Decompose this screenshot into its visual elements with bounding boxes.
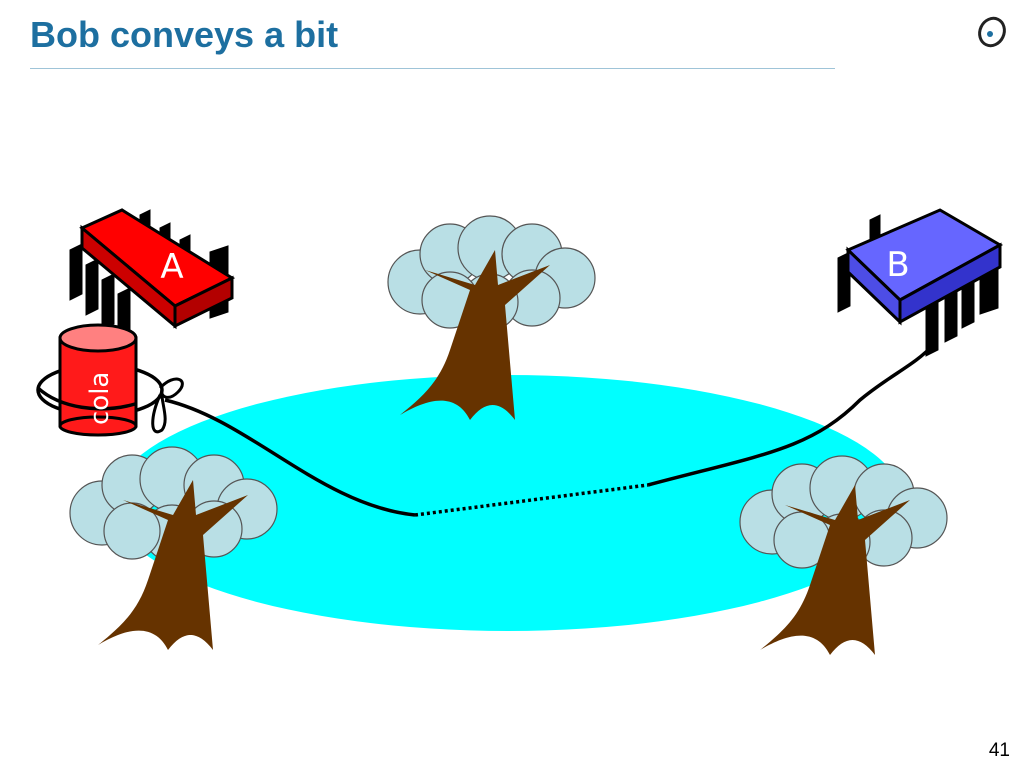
page-number: 41	[988, 740, 1010, 761]
pond	[112, 375, 904, 631]
string-left-segment	[164, 398, 416, 517]
can-label: cola	[85, 372, 115, 425]
chip-b-label: B	[886, 245, 909, 285]
title-divider	[30, 68, 835, 69]
chip-a: A	[69, 208, 236, 345]
chip-b: B	[837, 208, 1004, 357]
logo-icon	[978, 16, 1006, 48]
slide-title: Bob conveys a bit	[30, 14, 339, 55]
string-knot	[151, 377, 184, 434]
string-right-segment	[647, 343, 935, 487]
cola-can: cola	[36, 323, 184, 437]
chip-a-label: A	[160, 247, 183, 287]
